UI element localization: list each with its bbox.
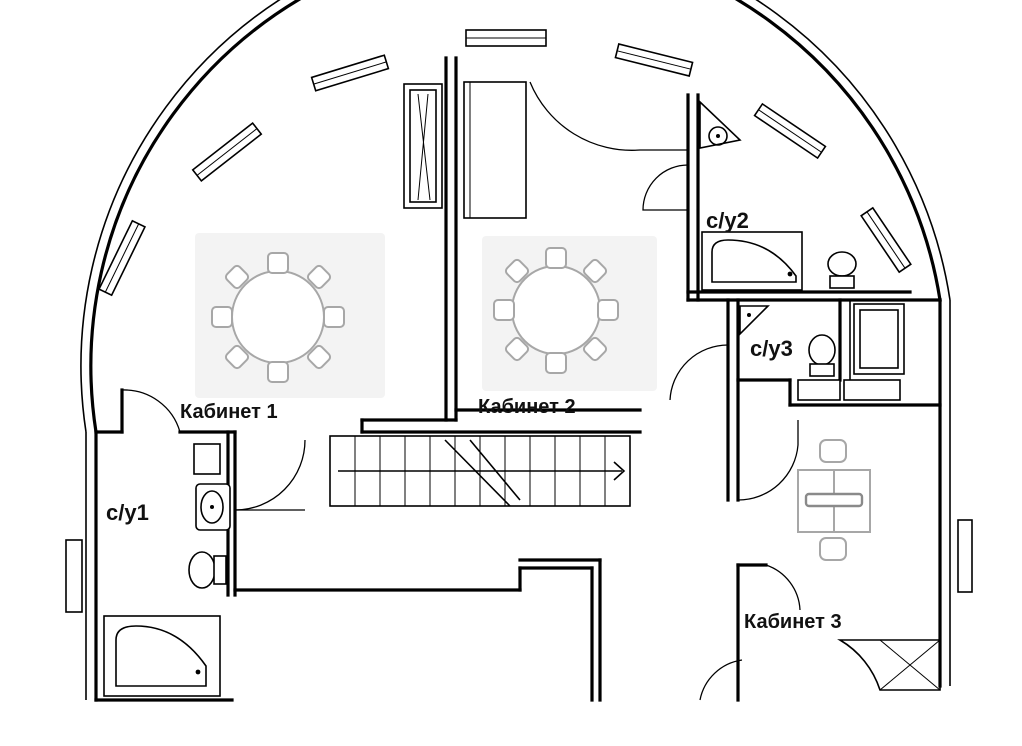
- shower-icon: [853, 303, 905, 375]
- interior-walls: [94, 56, 942, 702]
- wc1-fixtures: [103, 443, 231, 697]
- toilet-icon: [188, 551, 227, 589]
- round-table-icon: [493, 247, 619, 374]
- toilet-icon: [827, 251, 857, 289]
- room-label-wc-1: с/у1: [106, 500, 149, 525]
- sink-icon: [699, 100, 742, 149]
- bathtub-icon: [103, 615, 221, 697]
- room-label-office-3: Кабинет 3: [744, 611, 842, 633]
- doors: [121, 81, 941, 701]
- wardrobe: [403, 81, 527, 219]
- sink-icon: [739, 305, 770, 336]
- room-label-office-2: Кабинет 2: [478, 396, 576, 418]
- staircase-icon: [329, 435, 631, 507]
- wc3-fixtures: [739, 303, 905, 401]
- toilet-icon: [808, 334, 836, 377]
- room-label-wc-2: с/у2: [706, 208, 749, 233]
- wc2-fixtures: [699, 100, 857, 291]
- round-table-icon: [211, 252, 345, 383]
- room-label-wc-3: с/у3: [750, 336, 793, 361]
- desk-icon: [797, 439, 871, 561]
- outer-wall: [80, 0, 951, 702]
- windows: [65, 29, 973, 613]
- bathtub-icon: [701, 231, 803, 291]
- room-label-office-1: Кабинет 1: [180, 401, 278, 423]
- sink-icon: [195, 483, 231, 531]
